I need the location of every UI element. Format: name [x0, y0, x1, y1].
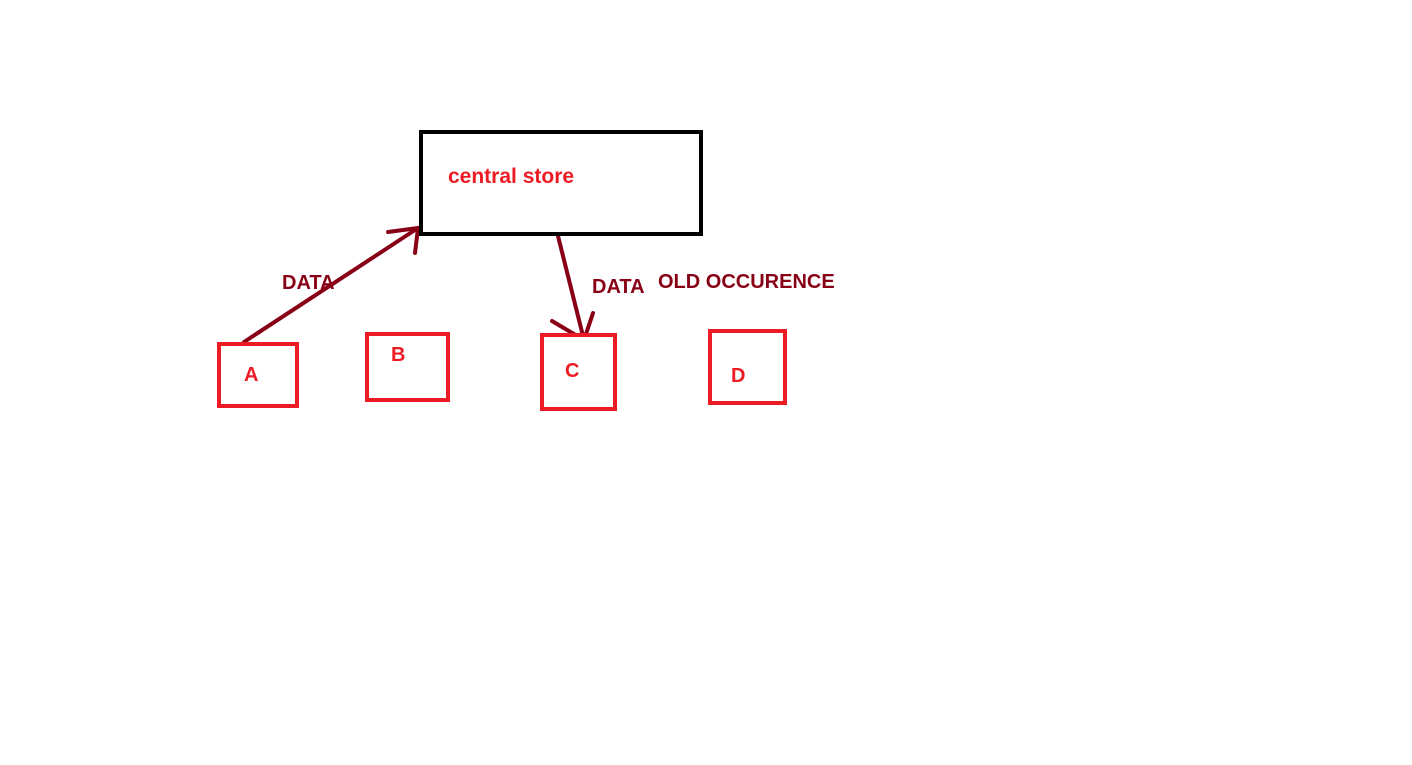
old-occurence-note: OLD OCCURENCE: [658, 271, 835, 293]
arrow-central-store-to-c: [550, 234, 595, 342]
node-b-box: [365, 332, 450, 402]
node-c-label: C: [565, 360, 580, 382]
node-c-box: [540, 333, 617, 411]
node-b-label: B: [391, 344, 406, 366]
edge-label-store-to-c: DATA: [592, 276, 645, 298]
node-a-box: [217, 342, 299, 408]
central-store-label: central store: [448, 165, 575, 188]
node-a-label: A: [244, 364, 259, 386]
node-d-box: [708, 329, 787, 405]
node-d-label: D: [731, 365, 746, 387]
central-store-box: [419, 130, 703, 236]
edge-label-a-to-store: DATA: [282, 272, 335, 294]
arrow-a-to-central-store: [242, 226, 420, 344]
